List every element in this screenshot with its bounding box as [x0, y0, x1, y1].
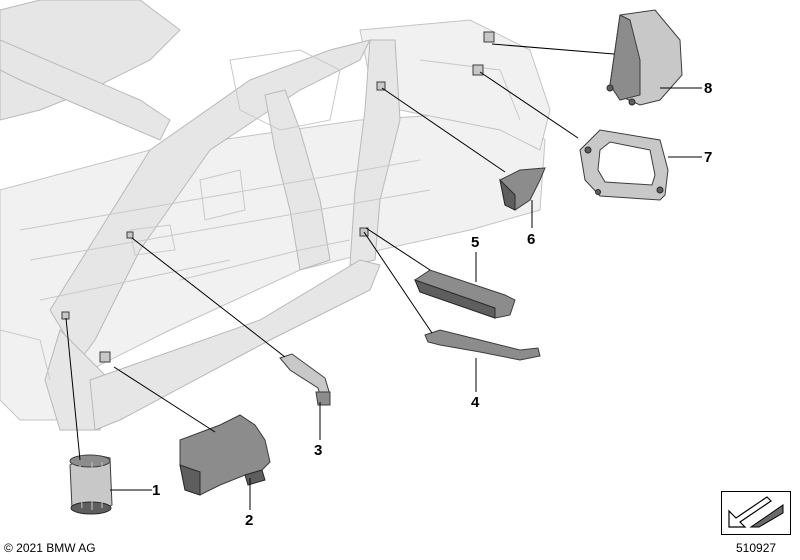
callout-2: 2: [245, 512, 253, 529]
part-4-strip: [424, 329, 541, 361]
part-5-cover: [414, 269, 516, 319]
leader-lines: [65, 43, 702, 510]
callout-3: 3: [314, 442, 322, 459]
diagram-symbol-icon: [721, 491, 791, 535]
part-3-bracket: [279, 353, 331, 406]
callout-8: 8: [704, 80, 712, 97]
copyright-text: © 2021 BMW AG: [4, 541, 96, 555]
callout-4: 4: [471, 394, 480, 411]
part-8-panel: [606, 9, 683, 106]
callout-numbers: 1 2 3 4 5 6 7 8: [152, 80, 712, 529]
part-6-block: [499, 167, 546, 211]
part-7-bracket: [579, 129, 669, 201]
callout-7: 7: [704, 149, 712, 166]
callout-5: 5: [471, 234, 479, 251]
diagram-number: 510927: [736, 541, 777, 555]
car-body-shell: [0, 0, 551, 431]
part-1-sleeve: [69, 454, 113, 515]
callout-6: 6: [527, 231, 535, 248]
callout-1: 1: [152, 482, 160, 499]
part-2-panel: [179, 414, 271, 496]
